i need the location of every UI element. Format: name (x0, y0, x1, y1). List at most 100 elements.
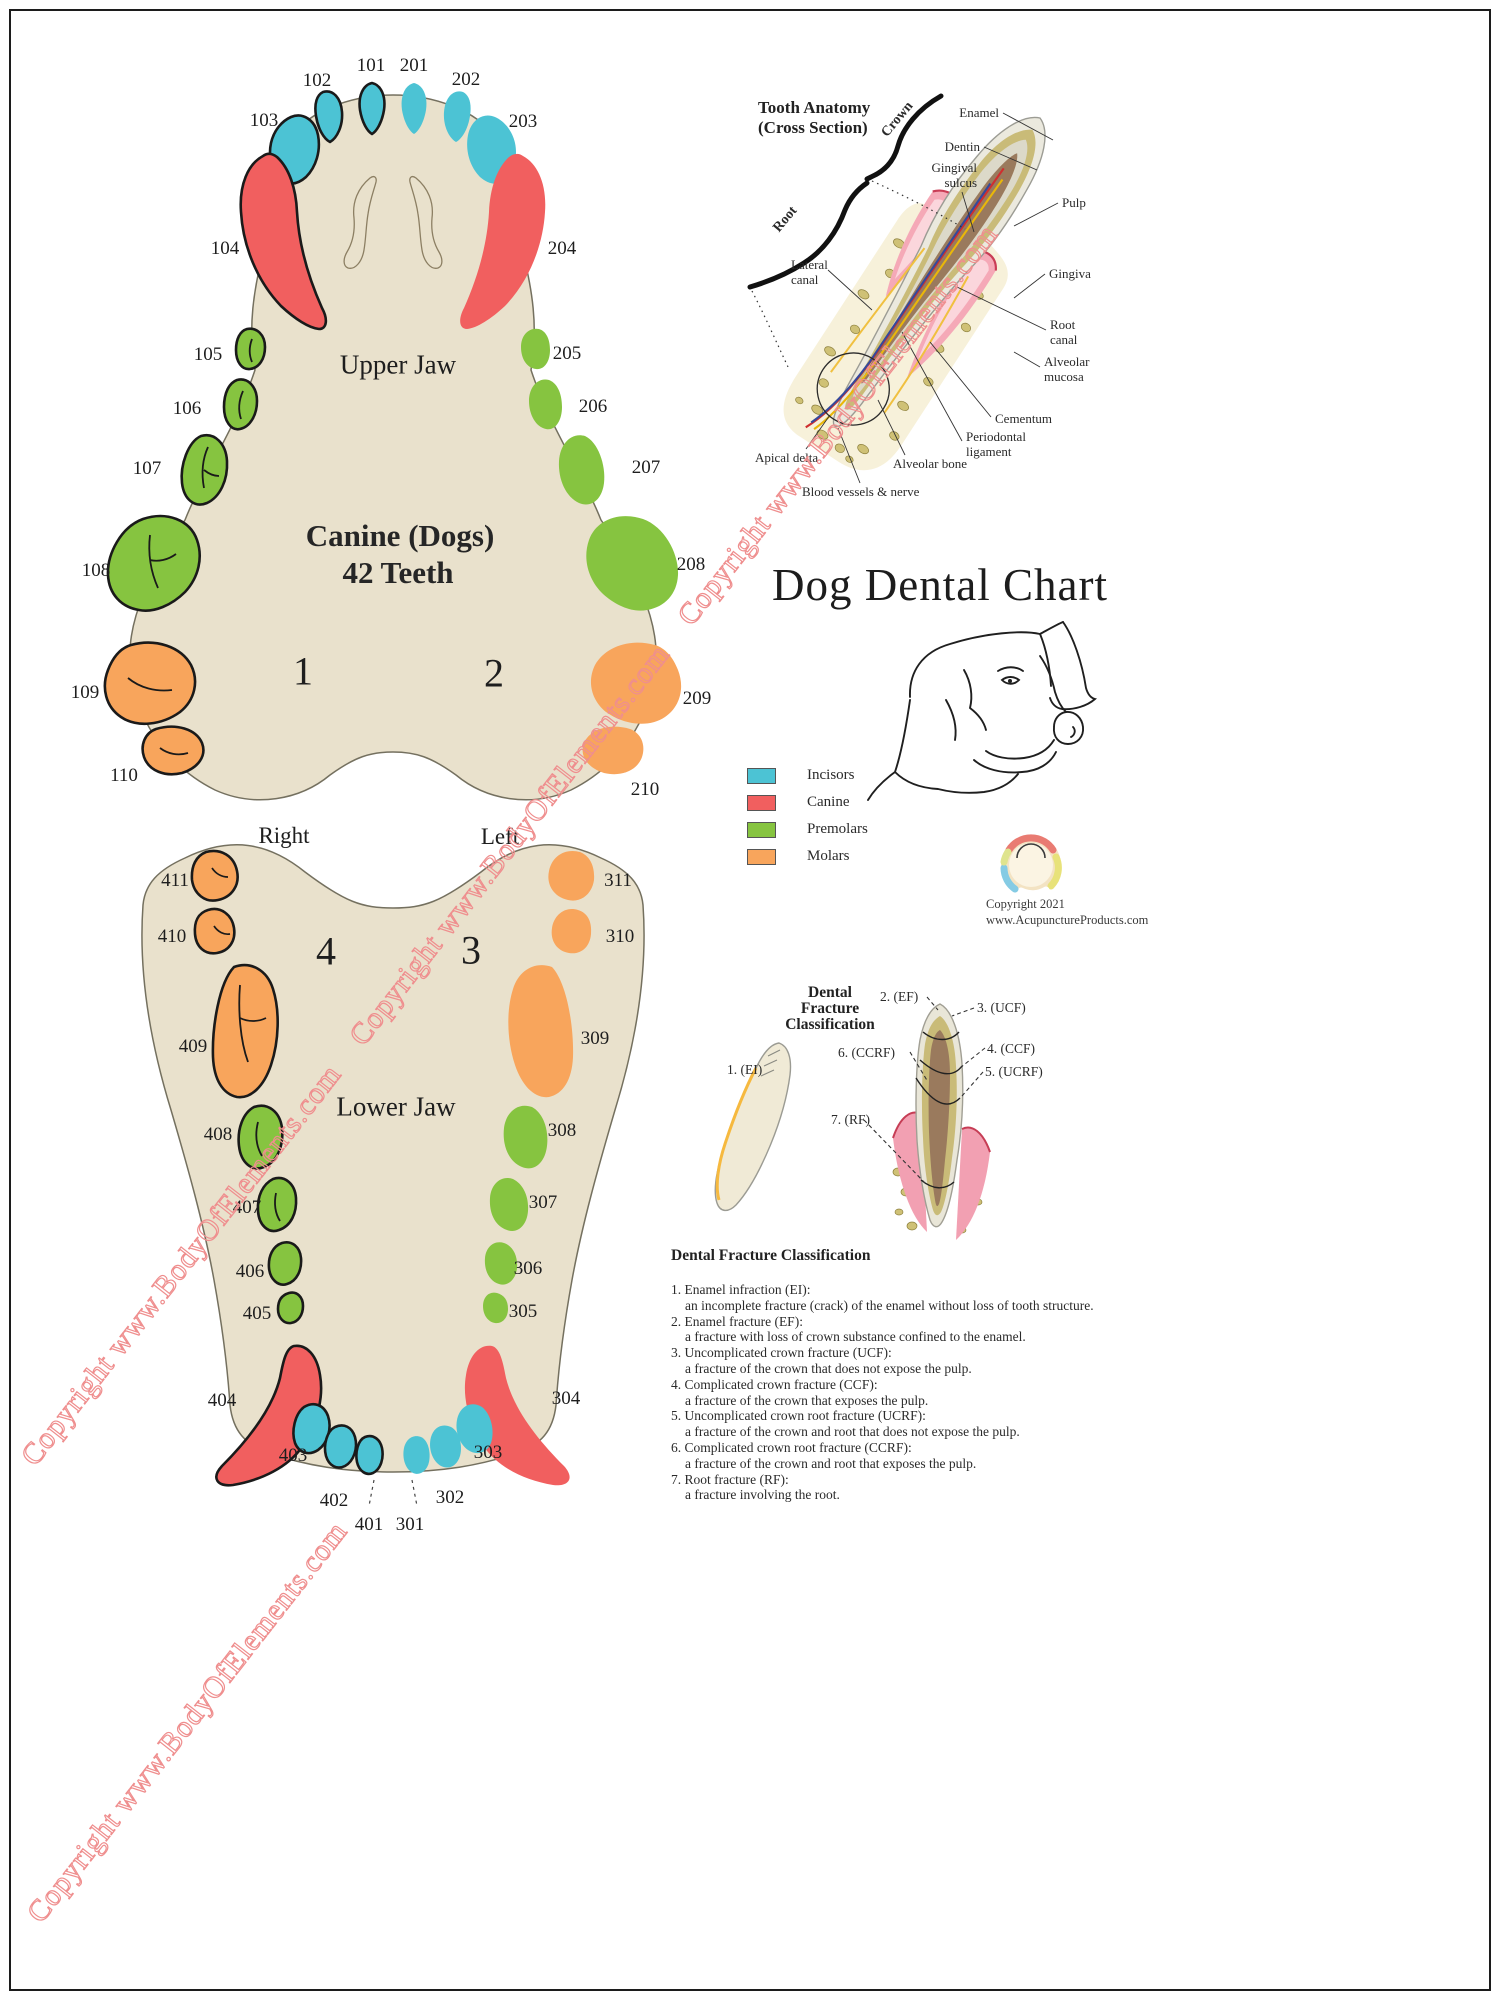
tooth-number-303: 303 (473, 1442, 503, 1463)
tooth-type-legend: Incisors Canine Premolars Molars (747, 762, 868, 870)
tooth-number-110: 110 (110, 765, 138, 786)
canine-label: Canine (807, 794, 850, 810)
tooth-number-407: 407 (232, 1197, 262, 1218)
tooth-403 (292, 1403, 331, 1455)
tooth-104 (239, 152, 328, 331)
fracture-item-1-desc: an incomplete fracture (crack) of the en… (685, 1297, 1094, 1313)
tooth-number-403: 403 (278, 1445, 308, 1466)
tooth-number-308: 308 (547, 1120, 577, 1141)
species-heading: Canine (Dogs) (305, 518, 495, 553)
anatomy-leader-lines (805, 112, 1059, 484)
fracture-item-1-term: 1. Enamel infraction (EI): (671, 1282, 811, 1297)
tooth-number-401: 401 (354, 1514, 384, 1535)
tooth-number-104: 104 (210, 238, 240, 259)
quadrant-3-label: 3 (461, 927, 481, 973)
upper-jaw-illustration (103, 81, 683, 801)
lower-jaw-illustration (141, 844, 645, 1507)
tooth-107 (180, 433, 229, 506)
tooth-number-203: 203 (508, 111, 538, 132)
tooth-number-102: 102 (302, 70, 332, 91)
fracture-item-5-desc: a fracture of the crown and root that do… (685, 1424, 1020, 1440)
publisher-url: www.AcupunctureProducts.com (986, 913, 1149, 927)
anatomy-label-gingival-sulcus: Gingival sulcus (931, 160, 978, 190)
apical-delta-circle (816, 352, 890, 426)
fracture-label-ucf: 3. (UCF) (977, 1000, 1026, 1015)
tooth-number-107: 107 (132, 458, 162, 479)
lower-jaw-label: Lower Jaw (336, 1091, 456, 1122)
legend-row-canine: Canine (747, 789, 868, 816)
quadrant-1-label: 1 (293, 648, 313, 694)
side-right-label: Right (258, 823, 310, 848)
quadrant-2-label: 2 (484, 650, 504, 696)
molars-swatch (747, 848, 776, 865)
anatomy-label-gingiva: Gingiva (1049, 266, 1091, 281)
anatomy-label-blood-vessels-nerve: Blood vessels & nerve (802, 484, 920, 499)
fracture-label-ccrf: 6. (CCRF) (838, 1045, 896, 1060)
incisors-swatch (747, 767, 776, 784)
tooth-406 (267, 1241, 303, 1286)
anatomy-title: Tooth Anatomy (Cross Section) (758, 98, 870, 138)
fracture-label-ucrf: 5. (UCRF) (985, 1064, 1043, 1079)
anatomy-label-dentin: Dentin (944, 139, 980, 154)
teeth-count-heading: 42 Teeth (342, 555, 454, 590)
tooth-number-302: 302 (435, 1487, 465, 1508)
fracture-tooth-classified (863, 996, 991, 1240)
fracture-item-2-desc: a fracture with loss of crown substance … (685, 1329, 1026, 1345)
incisors-label: Incisors (807, 767, 855, 783)
crown-root-braces (747, 93, 944, 290)
tooth-number-109: 109 (70, 682, 100, 703)
fracture-text-heading: Dental Fracture Classification (671, 1247, 871, 1264)
tooth-number-307: 307 (528, 1192, 558, 1213)
fracture-heading-line3: Classification (785, 1016, 875, 1033)
tooth-number-103: 103 (249, 110, 279, 131)
fracture-item-3-desc: a fracture of the crown that does not ex… (685, 1360, 972, 1376)
tooth-number-306: 306 (513, 1258, 543, 1279)
fracture-classification-text: Dental Fracture Classification 1. Enamel… (671, 1247, 1151, 1503)
legend-row-incisors: Incisors (747, 762, 868, 789)
anatomy-title-line2: (Cross Section) (758, 118, 868, 137)
tooth-number-202: 202 (451, 69, 481, 90)
tooth-number-304: 304 (551, 1388, 581, 1409)
tooth-102 (314, 90, 344, 144)
tooth-number-105: 105 (193, 344, 223, 365)
fracture-item-7-term: 7. Root fracture (RF): (671, 1471, 789, 1487)
fracture-item-2-term: 2. Enamel fracture (EF): (671, 1313, 803, 1329)
tooth-number-205: 205 (552, 343, 582, 364)
fracture-item-5-term: 5. Uncomplicated crown root fracture (UC… (671, 1408, 926, 1424)
tooth-number-310: 310 (605, 926, 635, 947)
tooth-number-204: 204 (547, 238, 577, 259)
canine-swatch (747, 794, 776, 811)
tooth-number-402: 402 (319, 1490, 349, 1511)
fracture-item-6-desc: a fracture of the crown and root that ex… (685, 1455, 977, 1471)
tooth-110 (141, 725, 205, 776)
fracture-label-ccf: 4. (CCF) (987, 1041, 1036, 1056)
tooth-404 (215, 1344, 323, 1487)
anatomy-label-cementum: Cementum (995, 411, 1053, 426)
fracture-label-ef: 2. (EF) (880, 989, 919, 1004)
palatine-ridges (343, 175, 443, 269)
anatomy-label-pulp: Pulp (1062, 195, 1086, 210)
fracture-item-7-desc: a fracture involving the root. (685, 1487, 840, 1503)
dog-head-illustration (867, 621, 1097, 801)
legend-row-premolars: Premolars (747, 816, 868, 843)
upper-jaw-label: Upper Jaw (339, 349, 457, 380)
side-left-label: Left (480, 824, 520, 849)
fracture-item-4-desc: a fracture of the crown that exposes the… (685, 1392, 929, 1408)
tooth-number-406: 406 (235, 1261, 265, 1282)
fracture-label-rf: 7. (RF) (831, 1112, 871, 1127)
tooth-number-409: 409 (178, 1036, 208, 1057)
fracture-label-ei: 1. (EI) (727, 1062, 763, 1077)
fracture-heading-line1: Dental (808, 984, 852, 1001)
quadrant-4-label: 4 (316, 928, 336, 974)
tooth-407 (256, 1176, 298, 1233)
legend-row-molars: Molars (747, 843, 868, 870)
tooth-cross-section-art (805, 116, 1046, 431)
anatomy-label-alveolar-bone: Alveolar bone (893, 456, 968, 471)
anatomy-label-enamel: Enamel (959, 105, 999, 120)
tooth-410 (193, 907, 236, 955)
copyright-year: Copyright 2021 (986, 897, 1065, 911)
fracture-diagram-art (714, 996, 991, 1240)
tooth-number-410: 410 (157, 926, 187, 947)
